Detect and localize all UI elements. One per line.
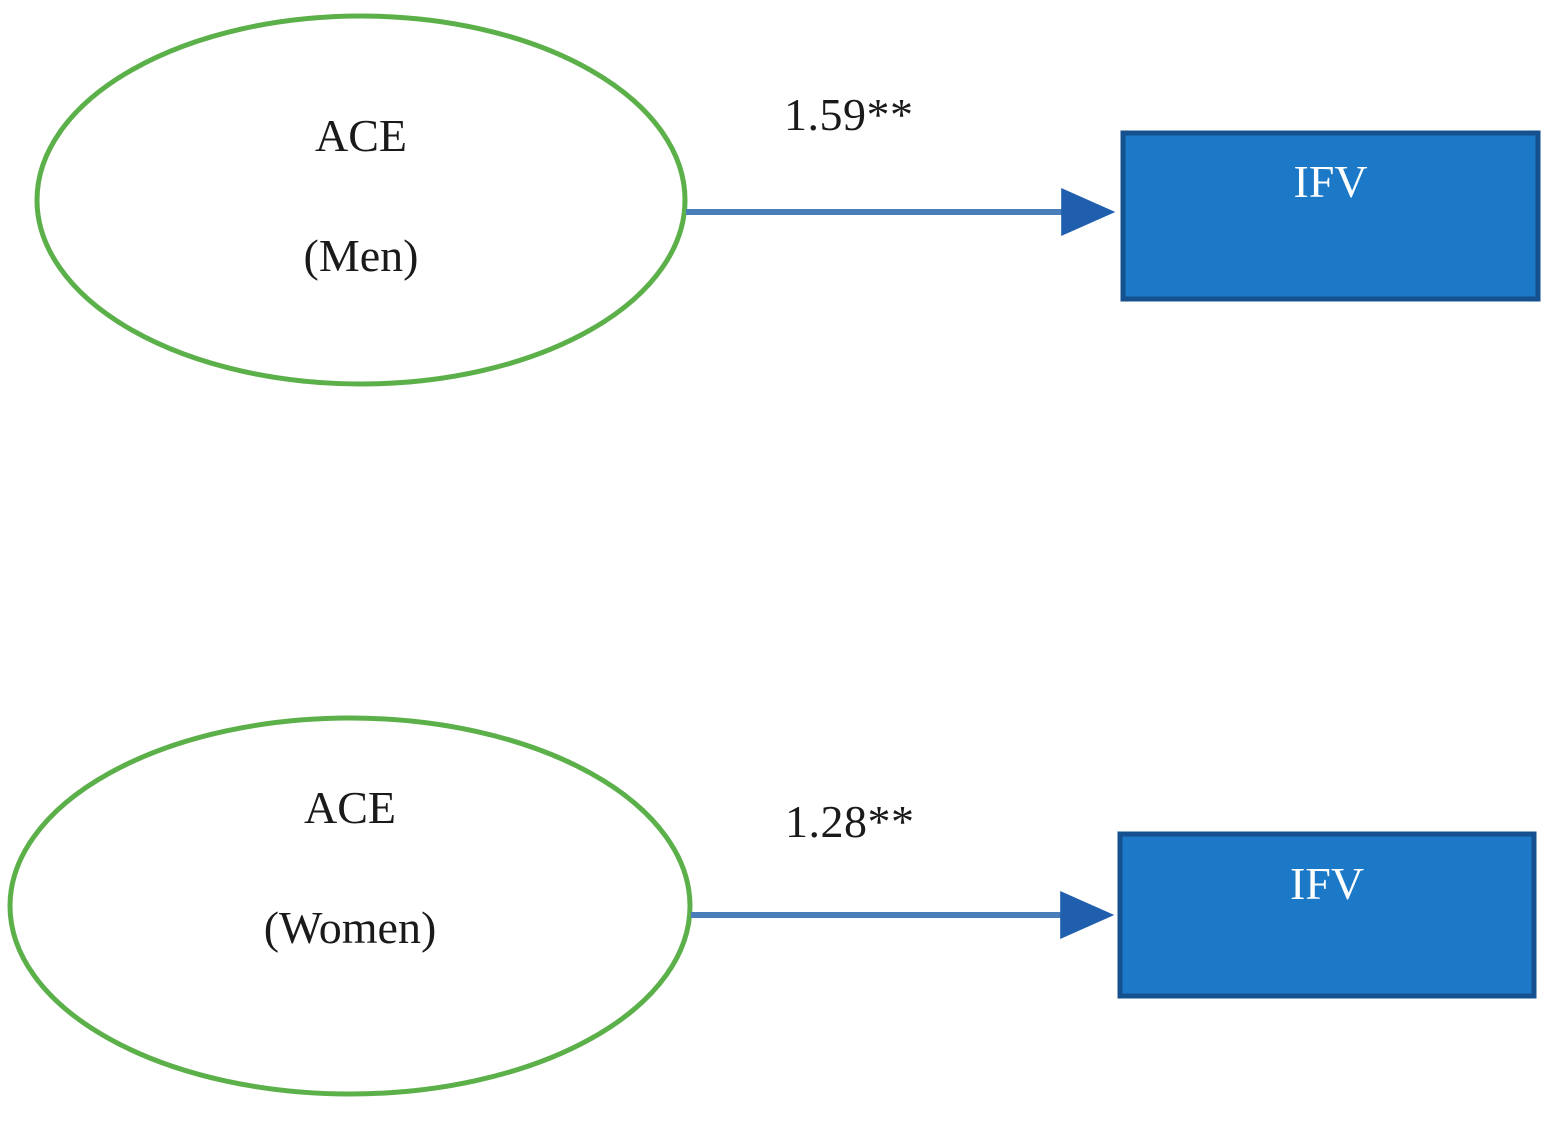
box-ifv-men[interactable]: [1120, 130, 1541, 302]
path-coefficient-women: 1.28**: [785, 796, 915, 847]
ellipse-ace-women[interactable]: [7, 715, 693, 1097]
path-coefficient-men: 1.59**: [784, 89, 914, 140]
box-ifv-women[interactable]: [1117, 831, 1537, 999]
ellipse-ace-men[interactable]: [34, 13, 688, 387]
